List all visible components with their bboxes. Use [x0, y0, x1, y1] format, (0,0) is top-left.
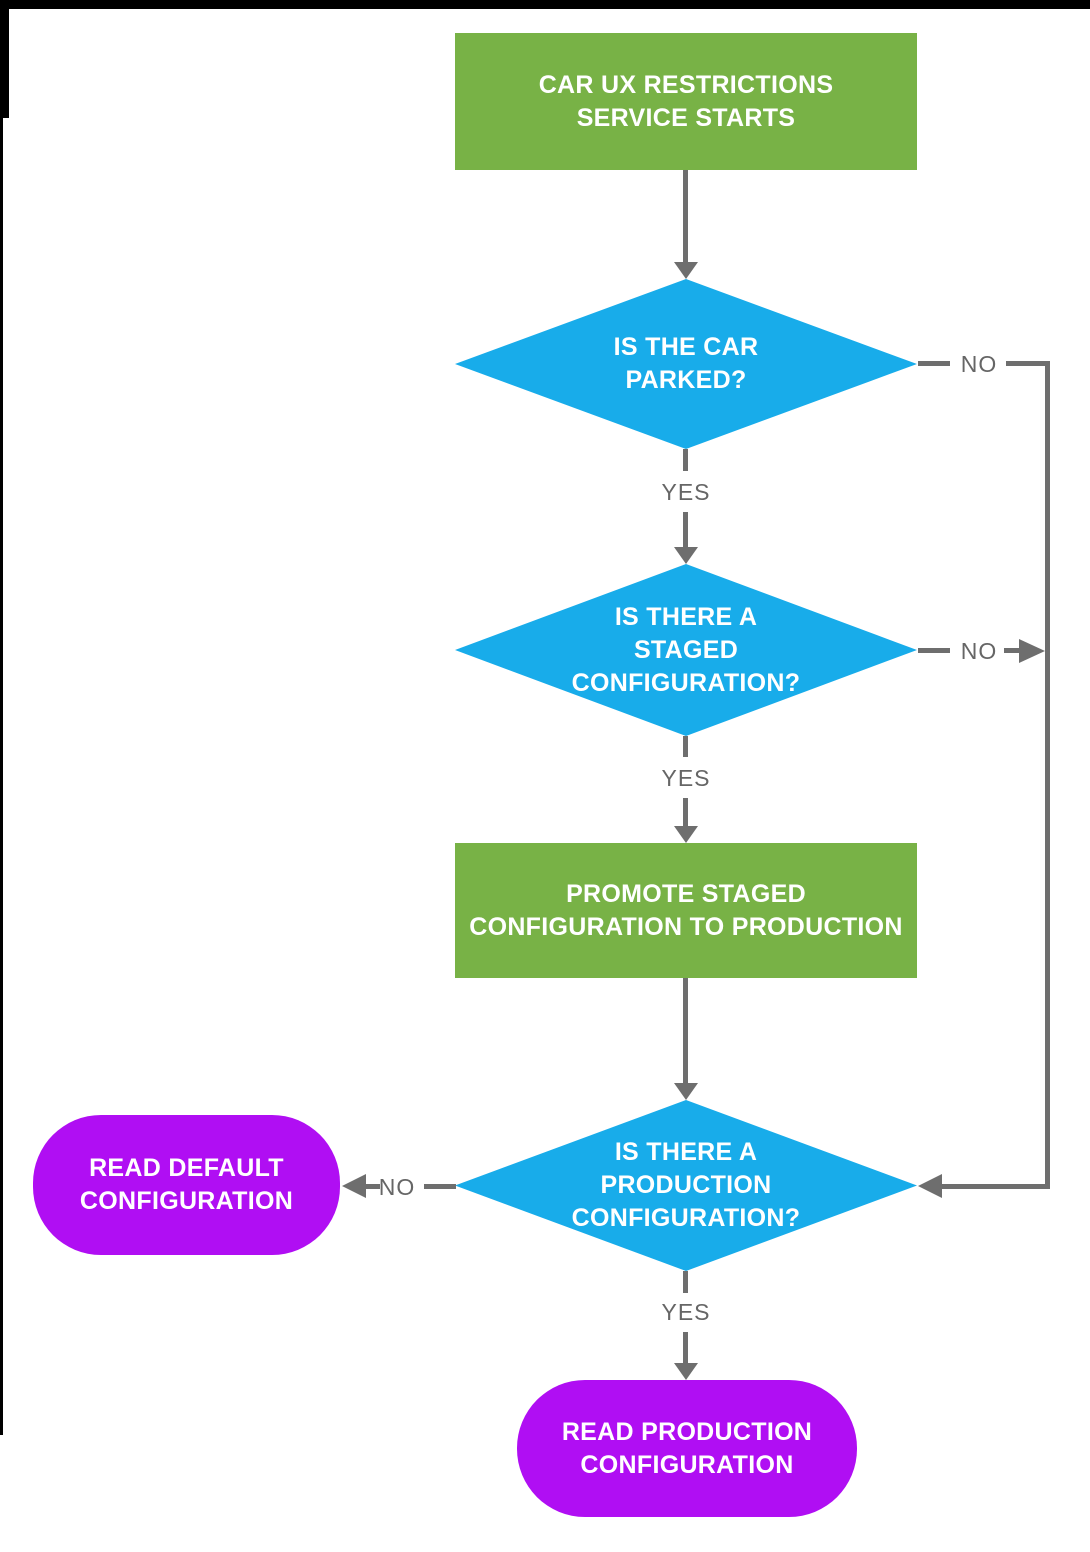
connector-no-vertical [1045, 361, 1050, 1189]
arrowhead-down-icon [674, 1083, 698, 1100]
frame-top-edge [0, 0, 1090, 9]
decision-staged-label: IS THERE A STAGED CONFIGURATION? [571, 602, 801, 697]
promote-node-label: PROMOTE STAGED CONFIGURATION TO PRODUCTI… [469, 879, 903, 941]
start-node: CAR UX RESTRICTIONS SERVICE STARTS [455, 33, 917, 170]
arrowhead-left-icon [918, 1174, 942, 1198]
frame-left-edge [0, 0, 3, 1435]
connector-parked-yes-a [683, 449, 688, 471]
promote-node: PROMOTE STAGED CONFIGURATION TO PRODUCTI… [455, 843, 917, 978]
arrowhead-down-icon [674, 826, 698, 843]
edge-label-production-no: NO [372, 1174, 422, 1200]
read-default-label: READ DEFAULT CONFIGURATION [79, 1154, 294, 1215]
decision-staged-node: IS THERE A STAGED CONFIGURATION? [455, 564, 917, 736]
connector-staged-no-a [918, 648, 950, 653]
arrowhead-down-icon [674, 1363, 698, 1380]
frame-left-edge-upper [0, 0, 9, 118]
read-default-node: READ DEFAULT CONFIGURATION [33, 1115, 340, 1255]
connector-staged-yes-a [683, 736, 688, 757]
decision-production-label: IS THERE A PRODUCTION CONFIGURATION? [571, 1138, 801, 1232]
arrowhead-right-icon [1019, 639, 1045, 663]
decision-parked-label: IS THE CAR PARKED? [613, 333, 759, 394]
connector-production-yes-a [683, 1271, 688, 1293]
arrowhead-down-icon [674, 547, 698, 564]
decision-parked-node: IS THE CAR PARKED? [455, 279, 917, 449]
connector-parked-no-b [1006, 361, 1050, 366]
edge-label-parked-no: NO [952, 351, 1006, 377]
connector-promote-to-production [683, 978, 688, 1084]
connector-parked-yes-b [683, 512, 688, 548]
edge-label-production-yes: YES [656, 1299, 716, 1325]
edge-label-parked-yes: YES [656, 479, 716, 505]
arrowhead-left-icon [342, 1174, 366, 1198]
read-production-label: READ PRODUCTION CONFIGURATION [561, 1417, 813, 1479]
edge-label-staged-yes: YES [656, 765, 716, 791]
arrowhead-down-icon [674, 262, 698, 279]
connector-production-no-b [366, 1184, 380, 1189]
decision-production-node: IS THERE A PRODUCTION CONFIGURATION? [455, 1100, 917, 1271]
connector-no-merge [940, 1184, 1050, 1189]
edge-label-staged-no: NO [952, 638, 1006, 664]
read-production-node: READ PRODUCTION CONFIGURATION [517, 1380, 857, 1517]
connector-parked-no-a [918, 361, 950, 366]
connector-staged-yes-b [683, 798, 688, 827]
connector-production-yes-b [683, 1332, 688, 1364]
connector-production-no-a [424, 1184, 456, 1189]
connector-start-to-parked [683, 170, 688, 263]
connector-staged-no-b [1004, 648, 1019, 653]
start-node-label: CAR UX RESTRICTIONS SERVICE STARTS [538, 70, 834, 132]
